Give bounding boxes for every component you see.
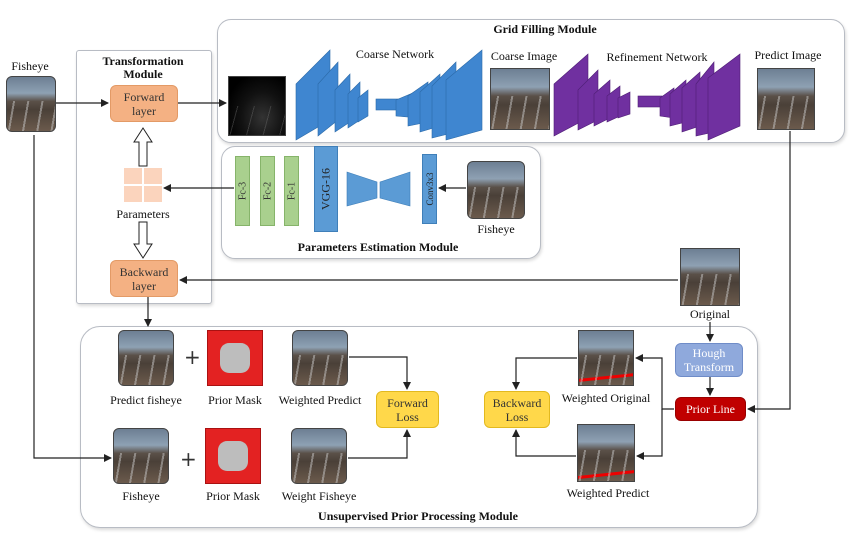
weight-fisheye-image [291,428,347,484]
prior-mask-bottom-label: Prior Mask [206,489,260,503]
encoder-decoder-bowtie [346,171,411,207]
parameters-label: Parameters [116,207,170,221]
vgg16-layer: VGG-16 [314,146,338,232]
weighted-predict-right-label: Weighted Predict [566,486,650,500]
coarse-image-label: Coarse Image [490,49,558,63]
hollow-arrow-up [133,127,153,167]
parameters-estimation-module-title: Parameters Estimation Module [297,240,459,254]
conv3x3-layer: Conv3x3 [422,154,437,224]
fisheye-bottom-label: Fisheye [122,489,160,503]
weighted-predict-top-image [292,330,348,386]
fisheye-bottom-image [113,428,169,484]
weighted-original-image [578,330,634,386]
predict-image [757,68,815,130]
parameters-grid-icon [124,168,162,202]
refinement-network-shape [553,53,741,141]
coarse-network-label: Coarse Network [355,47,435,61]
coarse-image [490,68,550,130]
fisheye-input-label: Fisheye [11,59,49,73]
coarse-network-shape [295,49,483,141]
prior-mask-bottom-image [205,428,261,484]
weighted-predict-right-image [577,424,635,482]
plus-sign-top: + [184,345,201,369]
original-label: Original [690,307,730,321]
backward-loss-box: Backward Loss [484,391,550,428]
plus-sign-bottom: + [180,447,197,471]
prior-line-box: Prior Line [675,397,746,421]
weighted-original-label: Weighted Original [561,391,651,405]
fisheye-param-label: Fisheye [477,222,515,236]
forward-layer-box: Forward layer [110,85,178,122]
predict-image-label: Predict Image [754,48,822,62]
prior-mask-top-label: Prior Mask [208,393,262,407]
fisheye-input-image [6,76,56,132]
fisheye-param-image [467,161,525,219]
hough-transform-box: Hough Transform [675,343,743,377]
prior-mask-top-image [207,330,263,386]
weight-fisheye-label: Weight Fisheye [281,489,357,503]
backward-layer-box: Backward layer [110,260,178,297]
weighted-predict-top-label: Weighted Predict [278,393,362,407]
fc1-layer: Fc-1 [284,156,299,226]
predict-fisheye-label: Predict fisheye [110,393,182,407]
grid-filling-module-title: Grid Filling Module [493,22,597,36]
fc2-layer: Fc-2 [260,156,275,226]
transformation-module-title: Transformation Module [102,54,184,81]
hollow-arrow-down [133,221,153,259]
fc3-layer: Fc-3 [235,156,250,226]
predict-fisheye-image [118,330,174,386]
original-image [680,248,740,306]
forward-loss-box: Forward Loss [376,391,439,428]
refinement-network-label: Refinement Network [606,50,708,64]
forward-output-image [228,76,286,136]
unsupervised-module-title: Unsupervised Prior Processing Module [318,509,518,523]
